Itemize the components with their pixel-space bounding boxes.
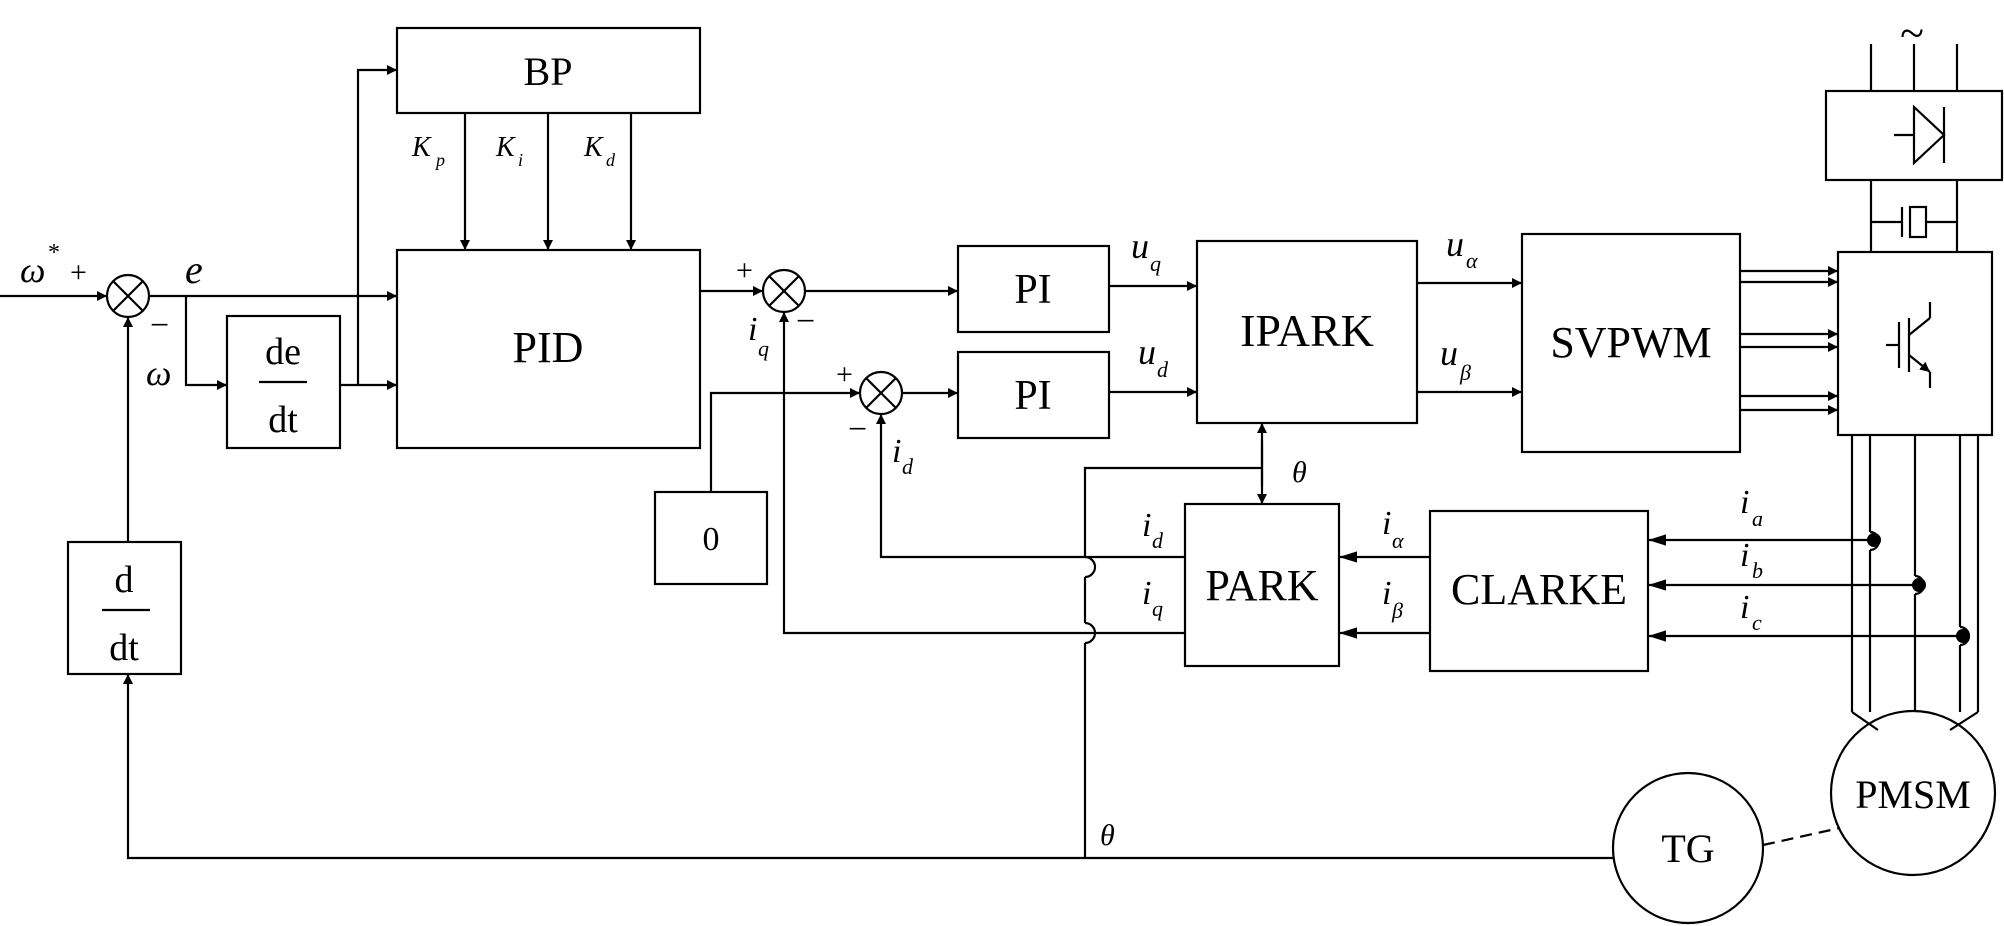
- svg-text:PID: PID: [513, 323, 584, 372]
- ud-sub: d: [1157, 357, 1169, 382]
- iq-fb-sub: q: [758, 336, 769, 361]
- svg-text:PI: PI: [1014, 267, 1051, 313]
- ialpha-label: i: [1382, 505, 1391, 542]
- svg-text:BP: BP: [524, 49, 573, 94]
- iq-fb-label: i: [748, 311, 757, 348]
- iq-out-sub: q: [1152, 596, 1163, 621]
- pi-q-block: PI: [956, 244, 1111, 334]
- park-block: PARK: [1183, 502, 1341, 668]
- ibeta-label: i: [1382, 575, 1391, 612]
- minus-sign: −: [150, 307, 169, 344]
- ki-sub: i: [518, 150, 523, 170]
- rectifier-block: ~: [1824, 9, 2004, 182]
- svg-text:0: 0: [703, 521, 720, 558]
- ia-sub: a: [1752, 506, 1763, 531]
- svg-text:SVPWM: SVPWM: [1550, 318, 1711, 367]
- sum-junction-d: [858, 370, 904, 416]
- igbt-icon: [1886, 302, 1932, 388]
- ib-label: i: [1740, 537, 1749, 574]
- bp-block: BP: [395, 26, 702, 115]
- sum-junction-speed: [105, 273, 151, 319]
- ia-label: i: [1740, 484, 1749, 521]
- svg-text:PI: PI: [1014, 373, 1051, 419]
- id-out-label: i: [1142, 507, 1151, 544]
- svg-text:PARK: PARK: [1205, 561, 1319, 610]
- inverter-block: [1836, 250, 1994, 437]
- plus-sign-d: +: [836, 358, 853, 391]
- error-label: e: [185, 247, 203, 292]
- svg-text:d: d: [115, 559, 134, 601]
- kp-label: K: [411, 132, 432, 163]
- d-dt-block: d dt: [66, 540, 183, 676]
- ubeta-sub: β: [1459, 360, 1471, 385]
- kp-sub: p: [434, 150, 445, 170]
- kd-label: K: [583, 132, 604, 163]
- svg-text:de: de: [265, 331, 301, 373]
- ib-sub: b: [1752, 558, 1763, 583]
- ubeta-label: u: [1440, 333, 1458, 373]
- svg-text:PMSM: PMSM: [1855, 772, 1971, 817]
- ualpha-sub: α: [1466, 248, 1478, 273]
- plus-sign: +: [70, 256, 87, 289]
- pmsm-motor: PMSM: [1829, 709, 1997, 877]
- ualpha-label: u: [1446, 224, 1464, 264]
- dc-link-capacitor: [1869, 180, 1959, 252]
- omega-ref-label: ω: [20, 250, 45, 290]
- zero-block: 0: [653, 490, 769, 586]
- ic-label: i: [1740, 589, 1749, 626]
- de-dt-block: de dt: [225, 314, 342, 450]
- ic-sub: c: [1752, 610, 1762, 635]
- plus-sign-q: +: [736, 254, 753, 287]
- ibeta-sub: β: [1391, 598, 1403, 623]
- svg-text:dt: dt: [268, 399, 298, 441]
- ialpha-sub: α: [1392, 528, 1404, 553]
- signal-labels: ω * + − e ω K p K i K d + − i q + − i d …: [20, 132, 1763, 852]
- svg-text:dt: dt: [109, 627, 139, 669]
- minus-sign-q: −: [796, 303, 815, 340]
- ud-label: u: [1138, 332, 1156, 372]
- uq-sub: q: [1150, 251, 1161, 276]
- ki-label: K: [495, 132, 516, 163]
- svg-text:TG: TG: [1661, 826, 1714, 871]
- kd-sub: d: [606, 150, 616, 170]
- theta-label-top: θ: [1292, 456, 1307, 489]
- signal-lines: [0, 65, 1980, 860]
- svg-text:CLARKE: CLARKE: [1451, 565, 1627, 614]
- id-out-sub: d: [1152, 528, 1164, 553]
- omega-ref-sup: *: [48, 240, 60, 266]
- id-fb-label: i: [892, 433, 901, 470]
- tg-tachogenerator: TG: [1611, 771, 1765, 925]
- svpwm-block: SVPWM: [1520, 232, 1742, 454]
- pid-block: PID: [395, 248, 702, 450]
- theta-label-bottom: θ: [1100, 819, 1115, 852]
- pi-d-block: PI: [956, 350, 1111, 440]
- uq-label: u: [1131, 226, 1149, 266]
- id-fb-sub: d: [902, 454, 914, 479]
- sum-junction-q: [761, 268, 807, 314]
- diode-icon: [1894, 104, 1946, 166]
- iq-out-label: i: [1142, 575, 1151, 612]
- omega-fb-label: ω: [146, 353, 171, 393]
- svg-text:IPARK: IPARK: [1240, 305, 1374, 356]
- ipark-block: IPARK: [1195, 239, 1419, 425]
- svg-text:~: ~: [1900, 9, 1924, 58]
- clarke-block: CLARKE: [1428, 509, 1650, 673]
- minus-sign-d: −: [848, 411, 867, 448]
